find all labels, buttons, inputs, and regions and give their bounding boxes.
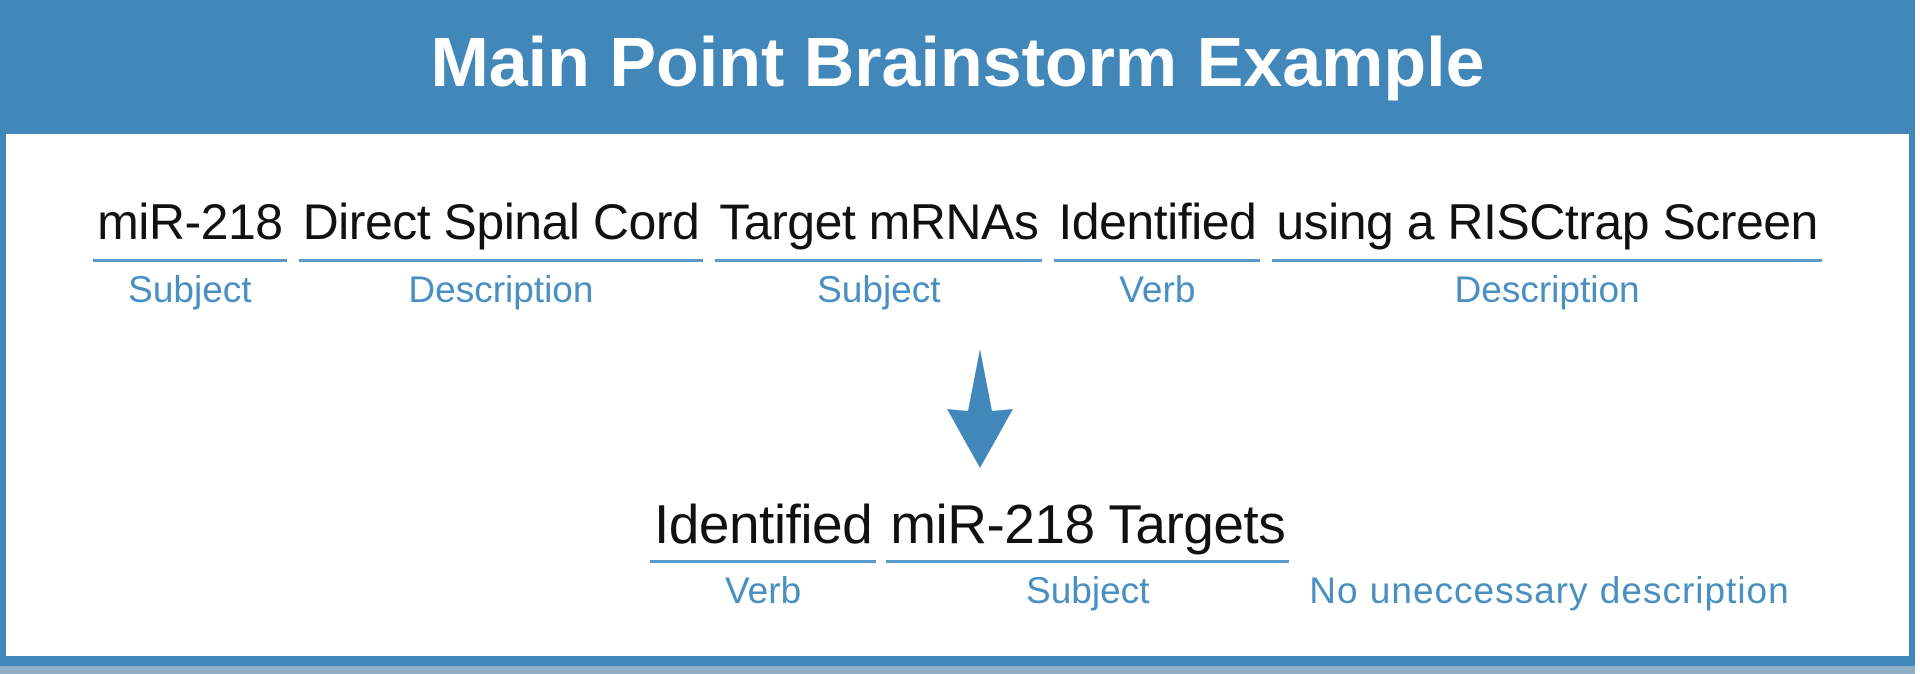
segment-text: Identified <box>1054 196 1261 262</box>
segment-text: using a RISCtrap Screen <box>1272 196 1822 262</box>
sentence-segment-subject-1: miR-218 Subject <box>93 196 287 312</box>
segment-label: Verb <box>1119 269 1196 310</box>
segment-label: Subject <box>1026 570 1150 611</box>
segment-label: Description <box>1454 269 1640 310</box>
refined-sentence: Identified Verb miR-218 Targets Subject … <box>650 496 1790 613</box>
sentence-segment-description-1: Direct Spinal Cord Description <box>298 196 704 312</box>
segment-text: miR-218 Targets <box>886 496 1290 563</box>
sentence-segment-subject: miR-218 Targets Subject <box>886 496 1290 613</box>
brainstorm-sentence: miR-218 Subject Direct Spinal Cord Descr… <box>6 196 1909 312</box>
segment-text: Target mRNAs <box>715 196 1043 262</box>
segment-label: Verb <box>725 570 802 611</box>
segment-text: miR-218 <box>93 196 287 262</box>
slide-header: Main Point Brainstorm Example <box>0 0 1915 134</box>
down-arrow-icon <box>947 349 1013 468</box>
sentence-segment-verb: Identified Verb <box>650 496 877 613</box>
sentence-segment-subject-2: Target mRNAs Subject <box>715 196 1043 312</box>
note-label: No uneccessary description <box>1309 570 1790 611</box>
slide-footer-bar <box>0 656 1915 666</box>
sentence-segment-description-2: using a RISCtrap Screen Description <box>1272 196 1822 312</box>
segment-text: Identified <box>650 496 877 563</box>
slide-title: Main Point Brainstorm Example <box>430 23 1485 101</box>
segment-text: Direct Spinal Cord <box>298 196 704 262</box>
segment-label: Subject <box>817 269 941 310</box>
sentence-segment-verb: Identified Verb <box>1054 196 1261 312</box>
no-description-note: No uneccessary description <box>1309 496 1790 613</box>
backdrop-strip <box>0 666 1915 674</box>
segment-label: Description <box>408 269 594 310</box>
segment-label: Subject <box>128 269 252 310</box>
